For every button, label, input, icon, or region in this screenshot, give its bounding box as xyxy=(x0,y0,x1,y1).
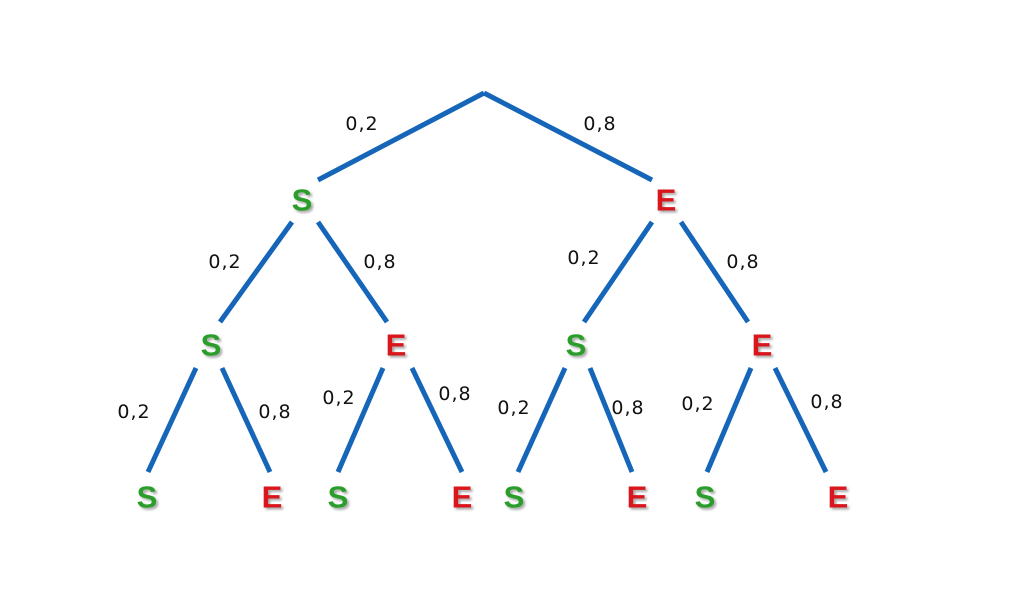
node-s: S xyxy=(504,480,525,515)
branch-line xyxy=(315,220,390,324)
branch-line xyxy=(515,366,568,474)
node-s: S xyxy=(292,183,313,218)
branch-probability-label: 0,2 xyxy=(208,251,241,273)
branch-probability-label: 0,8 xyxy=(583,113,616,135)
branch-probability-label: 0,2 xyxy=(345,113,378,135)
branch-line xyxy=(704,367,754,473)
branch-probability-label: 0,2 xyxy=(497,397,530,419)
branch-probability-label: 0,2 xyxy=(322,387,355,409)
node-e: E xyxy=(627,480,648,515)
branch-line xyxy=(409,366,465,474)
branch-line xyxy=(678,220,751,324)
branch-line xyxy=(219,366,273,474)
node-e: E xyxy=(262,480,283,515)
branch-probability-label: 0,2 xyxy=(117,401,150,423)
node-e: E xyxy=(386,328,407,363)
node-e: E xyxy=(828,480,849,515)
branch-line xyxy=(335,367,386,473)
branch-probability-label: 0,2 xyxy=(681,393,714,415)
node-s: S xyxy=(566,328,587,363)
branch-probability-label: 0,8 xyxy=(258,401,291,423)
node-e: E xyxy=(656,183,677,218)
branch-probability-label: 0,8 xyxy=(611,397,644,419)
branch-probability-label: 0,8 xyxy=(438,383,471,405)
node-e: E xyxy=(452,480,473,515)
branch-probability-label: 0,8 xyxy=(726,251,759,273)
node-s: S xyxy=(328,480,349,515)
branch-probability-label: 0,8 xyxy=(810,391,843,413)
node-s: S xyxy=(201,328,222,363)
branch-line xyxy=(482,90,654,183)
node-s: S xyxy=(695,480,716,515)
branch-line xyxy=(581,220,655,324)
branch-line xyxy=(217,220,295,324)
branch-line xyxy=(316,90,486,183)
branch-probability-label: 0,8 xyxy=(363,251,396,273)
node-s: S xyxy=(137,480,158,515)
branch-line xyxy=(145,366,199,474)
branch-line xyxy=(587,367,635,473)
branch-probability-label: 0,2 xyxy=(567,247,600,269)
branch-line xyxy=(772,366,829,474)
node-e: E xyxy=(752,328,773,363)
